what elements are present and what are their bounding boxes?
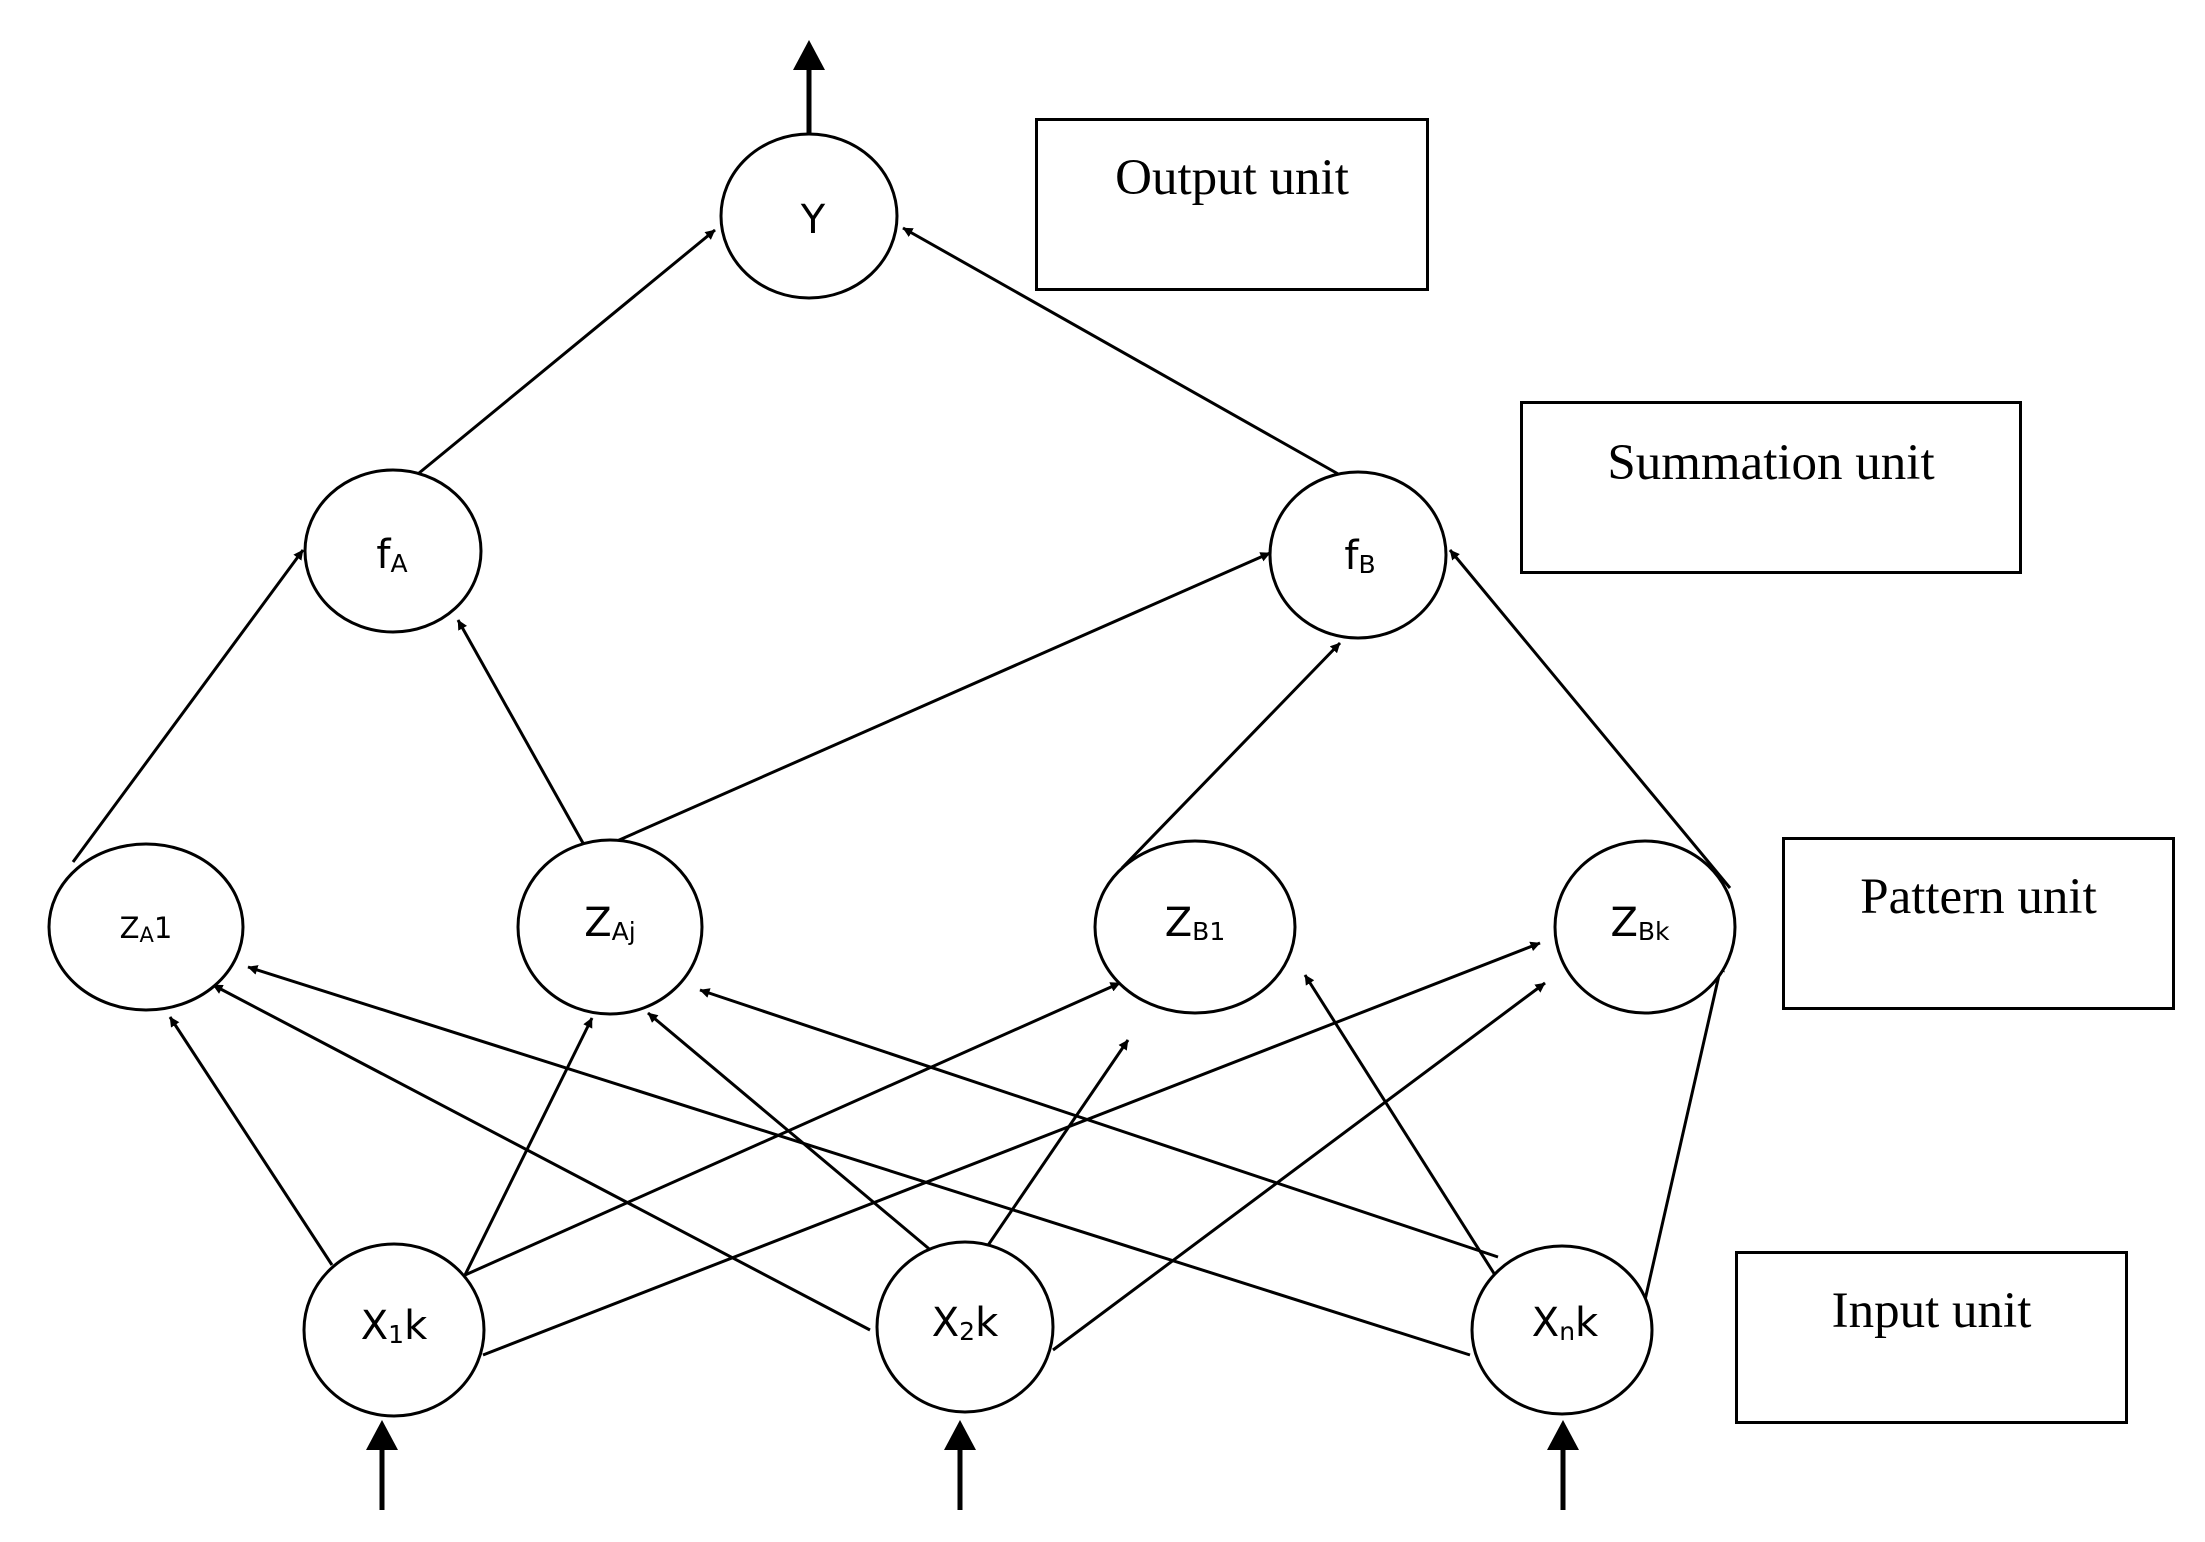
svg-text:fA: fA: [376, 532, 407, 578]
svg-text:X2k: X2k: [932, 1300, 999, 1346]
edge-zbk-fb: [1448, 549, 1732, 889]
svg-text:ZAj: ZAj: [584, 900, 635, 946]
node-xn-main: X: [1532, 1300, 1559, 1346]
node-xn-sub: n: [1559, 1317, 1575, 1346]
edge-x1-za1: [168, 1016, 334, 1266]
edge-x1-zbk: [482, 941, 1541, 1357]
node-x1-tail: k: [404, 1303, 428, 1349]
summation-unit-box: Summation unit: [1520, 401, 2022, 574]
node-zb1-sub: B1: [1192, 917, 1225, 946]
edge-x2-zbk: [1052, 981, 1546, 1352]
node-za1-sub: A: [140, 923, 155, 947]
pattern-unit-box: Pattern unit: [1782, 837, 2175, 1010]
edge-zb1-fb: [1120, 641, 1342, 870]
input-unit-box: Input unit: [1735, 1251, 2128, 1424]
input-unit-label: Input unit: [1831, 1283, 2032, 1339]
node-fb: fB: [1268, 470, 1448, 640]
node-x2: X2k: [875, 1240, 1055, 1414]
node-zbk-main: Z: [1610, 900, 1637, 946]
node-za1: ZA1: [47, 842, 245, 1012]
svg-text:fB: fB: [1344, 533, 1375, 579]
output-arrow-head: [793, 40, 825, 70]
node-fa-sub: A: [390, 549, 407, 578]
edge-x1-zaj: [463, 1017, 594, 1276]
node-fb-sub: B: [1358, 550, 1375, 579]
edge-xn-zbk: [1643, 961, 1725, 1301]
node-zaj-main: Z: [584, 900, 611, 946]
edge-x2-za1: [212, 983, 871, 1332]
edge-fa-y: [412, 228, 716, 480]
edge-zaj-fb: [591, 551, 1271, 854]
edge-x2-zb1: [978, 1039, 1130, 1258]
svg-text:Xnk: Xnk: [1532, 1300, 1599, 1346]
node-zbk: ZBk: [1553, 839, 1737, 1015]
output-unit-label: Output unit: [1115, 150, 1349, 206]
svg-text:Y: Y: [800, 197, 826, 243]
node-zaj: ZAj: [516, 838, 704, 1016]
node-fa: fA: [303, 468, 483, 634]
svg-text:ZBk: ZBk: [1610, 900, 1670, 946]
node-zb1: ZB1: [1093, 839, 1297, 1015]
node-zb1-main: Z: [1165, 900, 1192, 946]
node-fb-main: f: [1344, 533, 1359, 579]
edge-x2-zaj: [647, 1011, 941, 1260]
edge-zaj-fa: [456, 619, 590, 853]
input-arrow-head-x1: [366, 1420, 398, 1450]
edge-za1-fa: [71, 549, 305, 863]
summation-unit-label: Summation unit: [1607, 435, 1935, 491]
node-za1-tail: 1: [154, 911, 172, 945]
edge-xn-za1: [247, 965, 1471, 1357]
pattern-unit-label: Pattern unit: [1860, 869, 2097, 925]
svg-text:ZB1: ZB1: [1165, 900, 1225, 946]
node-zaj-sub: Aj: [612, 917, 636, 946]
node-x1-main: X: [361, 1303, 388, 1349]
edge-xn-zaj: [699, 988, 1499, 1259]
svg-text:ZA1: ZA1: [120, 911, 173, 947]
node-za1-main: Z: [120, 911, 140, 945]
node-x1-sub: 1: [388, 1320, 404, 1349]
edge-fb-y: [902, 226, 1341, 477]
edge-xn-zb1: [1303, 974, 1497, 1276]
node-x2-tail: k: [975, 1300, 999, 1346]
node-fa-main: f: [376, 532, 391, 578]
node-y-label: Y: [800, 197, 826, 243]
output-unit-box: Output unit: [1035, 118, 1429, 291]
node-x2-main: X: [932, 1300, 959, 1346]
node-xn-tail: k: [1575, 1300, 1599, 1346]
input-arrow-head-xn: [1547, 1420, 1579, 1450]
svg-text:X1k: X1k: [361, 1303, 428, 1349]
node-zbk-sub: Bk: [1638, 917, 1670, 946]
input-arrow-head-x2: [944, 1420, 976, 1450]
node-y: Y: [719, 132, 899, 300]
node-x1: X1k: [302, 1242, 486, 1418]
node-xn: Xnk: [1470, 1244, 1654, 1416]
node-x2-sub: 2: [959, 1317, 975, 1346]
edge-x1-zb1: [464, 981, 1121, 1277]
